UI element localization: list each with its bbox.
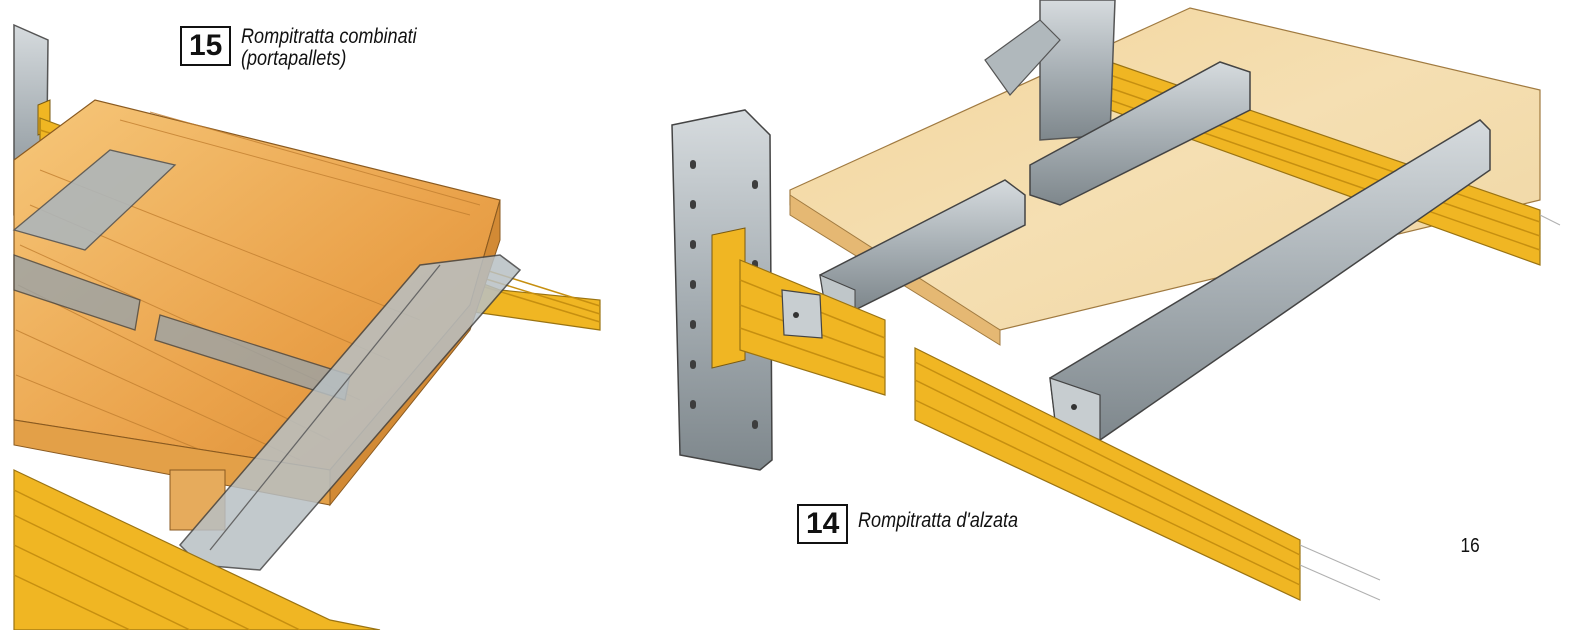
crossbar-diagonal: [178, 254, 522, 571]
crossbar-left: [13, 254, 141, 331]
figure-15-caption-line1: Rompitratta combinati: [241, 25, 418, 48]
pallet-rack-illustration: [12, 23, 601, 630]
figure-14-label: 14 Rompitratta d'alzata: [797, 504, 1044, 544]
figure-15-caption: Rompitratta combinati (portapallets): [241, 26, 417, 70]
crossbar-upper: [12, 149, 177, 251]
hook-bracket: [781, 289, 823, 339]
crossbar-top: [1029, 61, 1251, 206]
lift-crossbar-illustration: [671, 0, 1561, 601]
figure-15-label: 15 Rompitratta combinati (portapallets): [180, 26, 446, 70]
figure-15-number: 15: [180, 26, 232, 66]
upright-center: [1039, 0, 1116, 141]
front-beam-right: [914, 347, 1301, 601]
beam-connector-plate: [711, 227, 746, 369]
figure-14-caption: Rompitratta d'alzata: [858, 509, 1019, 532]
page-number: 16: [1460, 535, 1480, 557]
figure-15-caption-line2: (portapallets): [241, 47, 347, 70]
front-beam: [13, 469, 381, 630]
figure-14-number: 14: [797, 504, 849, 544]
